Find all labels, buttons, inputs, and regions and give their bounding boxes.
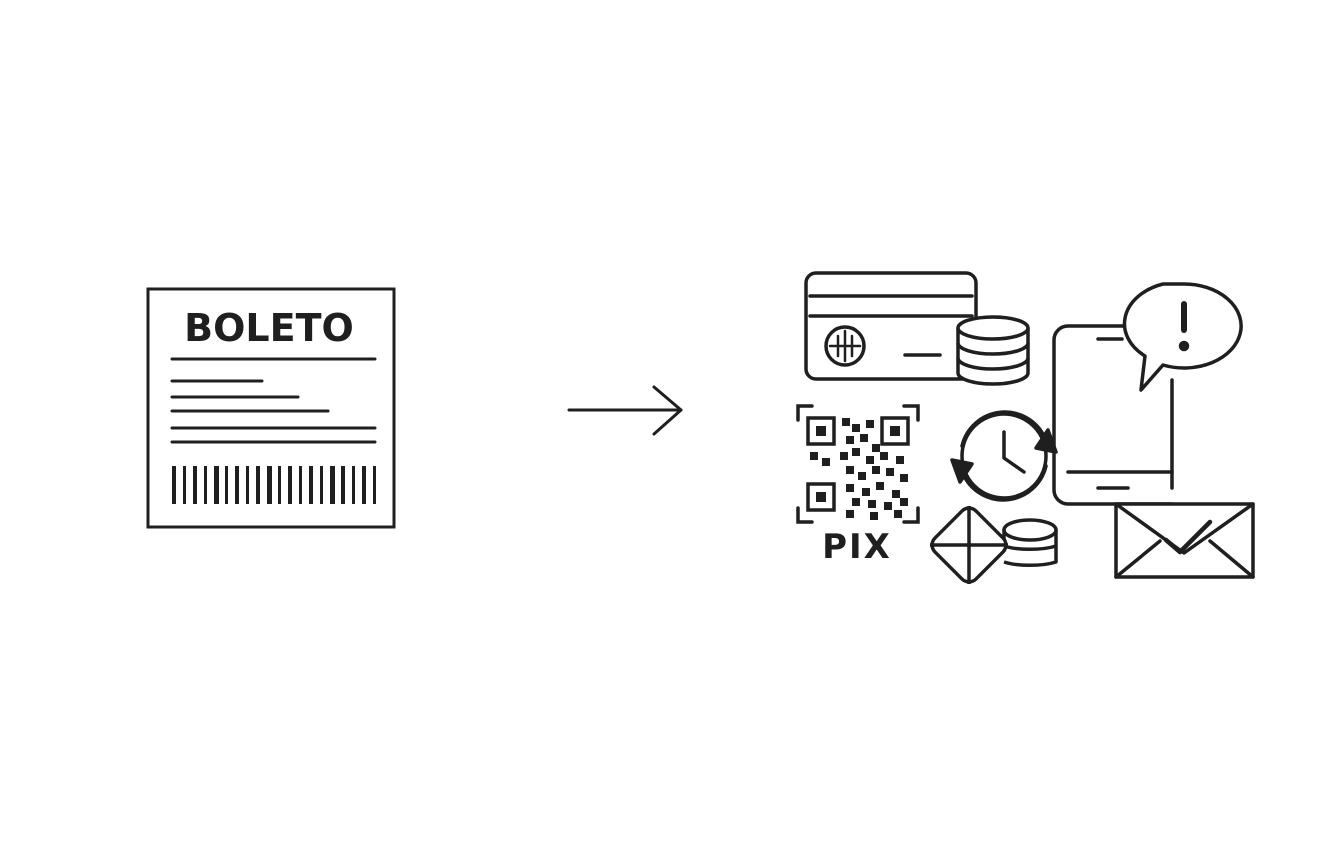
barcode-bar — [341, 466, 345, 504]
qr-module — [860, 434, 868, 442]
qr-module — [842, 418, 850, 426]
qr-module — [896, 456, 904, 464]
qr-module — [870, 512, 878, 520]
barcode-bar — [246, 466, 249, 504]
clock-sync-icon — [950, 410, 1058, 502]
envelope-check-icon — [1114, 502, 1255, 579]
right-arrow-icon — [567, 385, 683, 436]
qr-module — [822, 458, 830, 466]
qr-module — [886, 468, 894, 476]
barcode-icon — [172, 466, 376, 504]
qr-module — [892, 490, 900, 498]
barcode-bar — [225, 466, 228, 504]
pix-label: PIX — [822, 527, 892, 567]
qr-module — [840, 452, 848, 460]
qr-module — [872, 444, 880, 452]
qr-module — [894, 510, 902, 518]
qr-code-icon — [796, 404, 920, 524]
barcode-bar — [235, 466, 239, 504]
barcode-bar — [214, 466, 219, 504]
barcode-bar — [373, 466, 376, 504]
barcode-bar — [330, 466, 335, 504]
barcode-bar — [320, 466, 323, 504]
qr-module — [862, 488, 870, 496]
barcode-bar — [352, 466, 355, 504]
barcode-bar — [183, 466, 186, 504]
qr-module — [846, 484, 854, 492]
barcode-bar — [267, 466, 272, 504]
qr-module — [900, 498, 908, 506]
qr-module — [846, 436, 854, 444]
coin-stack-icon — [956, 315, 1030, 386]
barcode-bar — [288, 466, 292, 504]
smartphone-icon — [1052, 324, 1174, 506]
qr-module — [866, 420, 874, 428]
qr-module — [852, 448, 860, 456]
barcode-bar — [204, 466, 207, 504]
qr-module — [846, 466, 854, 474]
qr-module — [852, 498, 860, 506]
qr-module — [810, 452, 818, 460]
pix-logo-icon — [930, 506, 1058, 584]
qr-module — [900, 474, 908, 482]
boleto-title: BOLETO — [184, 306, 354, 350]
qr-module — [884, 502, 892, 510]
qr-module — [868, 500, 876, 508]
barcode-bar — [299, 466, 302, 504]
alert-speech-bubble-icon — [1122, 282, 1243, 392]
barcode-bar — [362, 466, 366, 504]
barcode-bar — [309, 466, 313, 504]
qr-module — [852, 424, 860, 432]
qr-module — [858, 472, 866, 480]
boleto-document-icon: BOLETO — [146, 287, 396, 529]
barcode-bar — [172, 466, 176, 504]
qr-module — [876, 482, 884, 490]
barcode-bar — [193, 466, 197, 504]
qr-module — [880, 452, 888, 460]
qr-module — [846, 510, 854, 518]
barcode-bar — [256, 466, 260, 504]
credit-card-icon — [804, 271, 978, 381]
barcode-bar — [278, 466, 281, 504]
qr-module — [866, 456, 874, 464]
qr-module — [872, 466, 880, 474]
